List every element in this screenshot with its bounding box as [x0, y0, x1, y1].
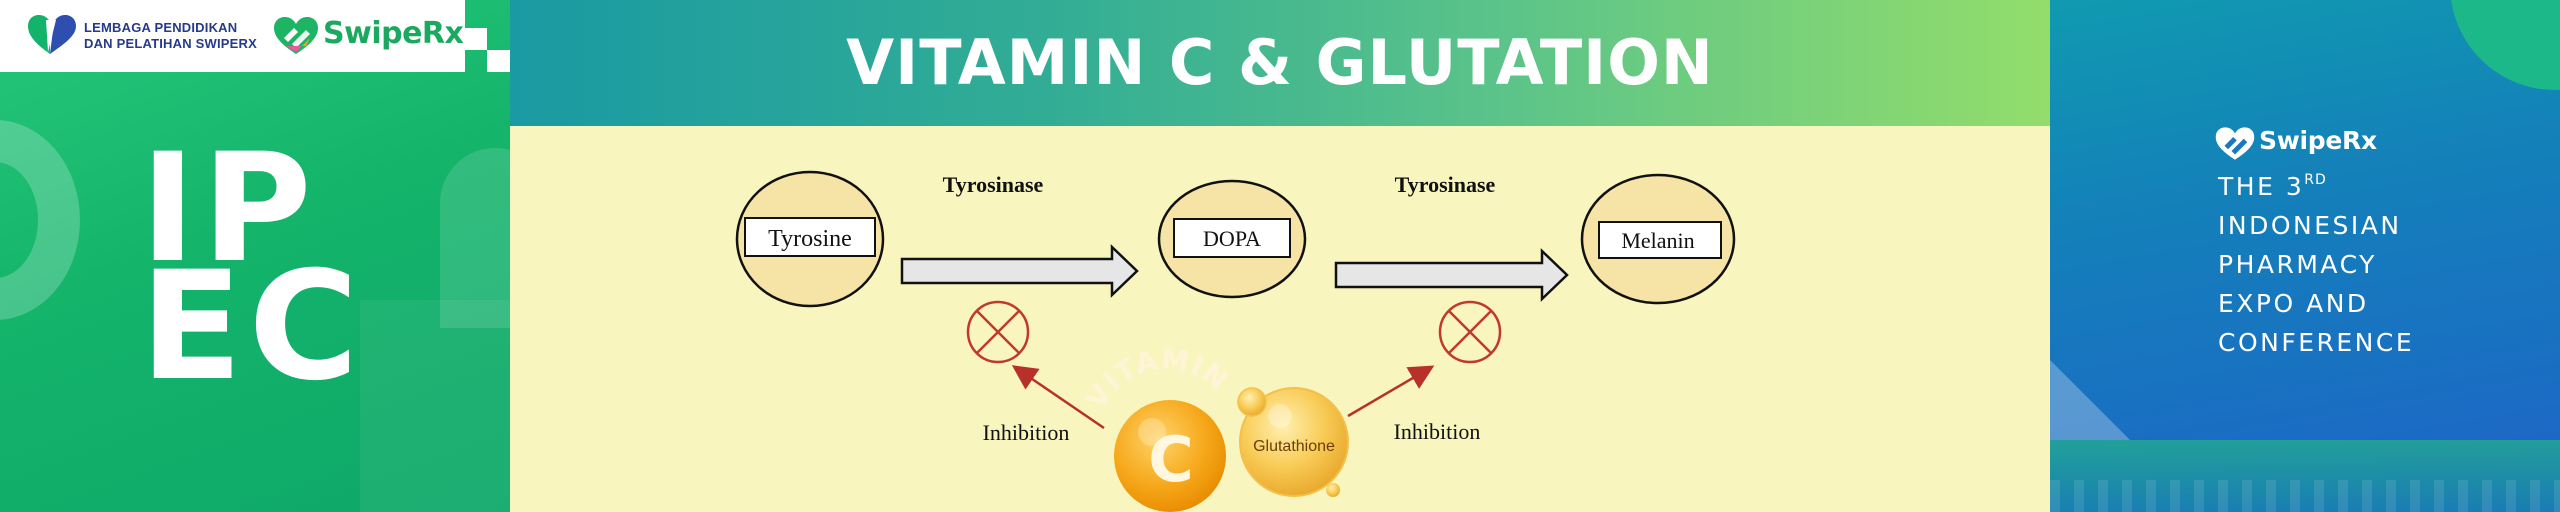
event-acronym: IP EC	[140, 122, 380, 414]
inhibition-label-2: Inhibition	[1394, 419, 1481, 444]
decorative-arch	[440, 148, 510, 328]
title-bar	[510, 0, 2050, 126]
node-label-tyrosine: Tyrosine	[768, 226, 852, 252]
lpp-swiperx-logo-icon	[28, 15, 76, 54]
logo-bar	[0, 0, 465, 72]
inhibition-label-1: Inhibition	[983, 420, 1070, 445]
decorative-triangle	[2050, 360, 2130, 440]
inhibition-arrow-2	[1347, 365, 1435, 418]
node-tyrosine: Tyrosine	[735, 170, 885, 308]
inhibition-mark-1	[966, 300, 1030, 364]
ordinal-suffix: RD	[2304, 172, 2327, 188]
slide-content: VITAMIN C & GLUTATION Tyrosine	[510, 0, 2050, 512]
node-label-melanin: Melanin	[1621, 228, 1694, 253]
pixel-decoration	[465, 28, 487, 50]
enzyme-label-1: Tyrosinase	[943, 172, 1044, 197]
slide-title: VITAMIN C & GLUTATION	[846, 26, 1714, 99]
event-acronym-row-2: EC	[140, 240, 365, 414]
glutathione-label: Glutathione	[1253, 438, 1335, 455]
event-info-panel: SwipeRx THE 3RD INDONESIAN PHARMACY EXPO…	[2050, 0, 2560, 512]
event-name-line-1: THE 3RD	[2218, 172, 2327, 201]
decorative-band	[2050, 440, 2560, 512]
node-melanin: Melanin	[1580, 173, 1736, 305]
institution-name: LEMBAGA PENDIDIKAN DAN PELATIHAN SWIPERX	[84, 20, 274, 52]
event-ordinal: THE 3	[2218, 172, 2305, 201]
decorative-blob	[2450, 0, 2560, 90]
brand-name: SwipeRx	[2259, 126, 2377, 155]
pixel-decoration	[487, 50, 510, 72]
event-name-line-2: INDONESIAN	[2218, 211, 2402, 240]
event-name-line-4: EXPO AND	[2218, 289, 2369, 318]
institution-line-1: LEMBAGA PENDIDIKAN	[84, 20, 238, 35]
event-branding-panel: LEMBAGA PENDIDIKAN DAN PELATIHAN SWIPERX…	[0, 0, 510, 512]
decorative-ring	[0, 120, 80, 320]
glutathione-icon: Glutathione	[1237, 387, 1349, 497]
inhibition-arrow-1	[1011, 365, 1105, 430]
inhibition-mark-2	[1438, 300, 1502, 364]
node-dopa: DOPA	[1157, 179, 1307, 299]
reaction-arrow-2	[1334, 248, 1569, 302]
institution-line-2: DAN PELATIHAN SWIPERX	[84, 36, 257, 51]
enzyme-label-2: Tyrosinase	[1395, 172, 1496, 197]
event-acronym-row-1: IP	[140, 122, 318, 296]
brand-name: SwipeRx	[323, 16, 464, 51]
reaction-arrow-1	[900, 244, 1139, 298]
decorative-block	[360, 300, 510, 512]
event-name-line-3: PHARMACY	[2218, 250, 2377, 279]
swiperx-heart-icon	[2215, 127, 2255, 160]
decorative-stripes	[2050, 480, 2560, 512]
swiperx-heart-icon	[274, 17, 318, 54]
vitamin-letter: C	[1148, 423, 1194, 496]
node-label-dopa: DOPA	[1203, 226, 1261, 251]
event-name-line-5: CONFERENCE	[2218, 328, 2415, 357]
melanin-pathway-diagram: Tyrosine DOPA Melanin Tyrosinase Tyrosin…	[735, 170, 1736, 512]
